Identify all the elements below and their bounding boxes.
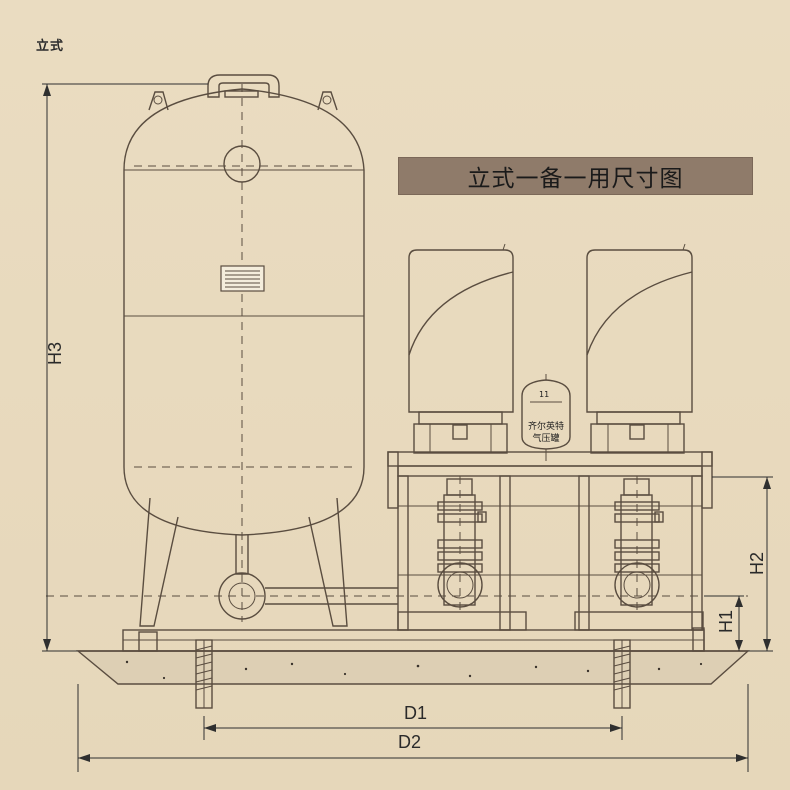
- pressure-vessel: [46, 74, 748, 627]
- anchor-bolts: [195, 639, 631, 709]
- title-banner: 立式一备一用尺寸图: [398, 157, 753, 195]
- ground-base: [76, 650, 750, 685]
- dimension-h1-label: H1: [716, 610, 736, 633]
- small-pressure-tank: 11 齐尔英特 气压罐: [521, 374, 571, 461]
- pump-frame: [387, 451, 713, 631]
- dimension-h3-label: H3: [45, 342, 65, 365]
- dimension-h2-label: H2: [747, 552, 767, 575]
- tank-label-line-2: 气压罐: [532, 432, 559, 444]
- top-left-label: 立式: [36, 38, 65, 53]
- dimension-d1-label: D1: [404, 703, 427, 723]
- dimension-d2-label: D2: [398, 732, 421, 752]
- dimension-lines: H3 H2 H1 D1: [42, 83, 773, 772]
- pump-unit-right: [574, 243, 704, 631]
- tank-label-line-1: 齐尔英特: [528, 420, 564, 432]
- tank-number: 11: [539, 390, 549, 399]
- pump-unit-left: [397, 243, 527, 631]
